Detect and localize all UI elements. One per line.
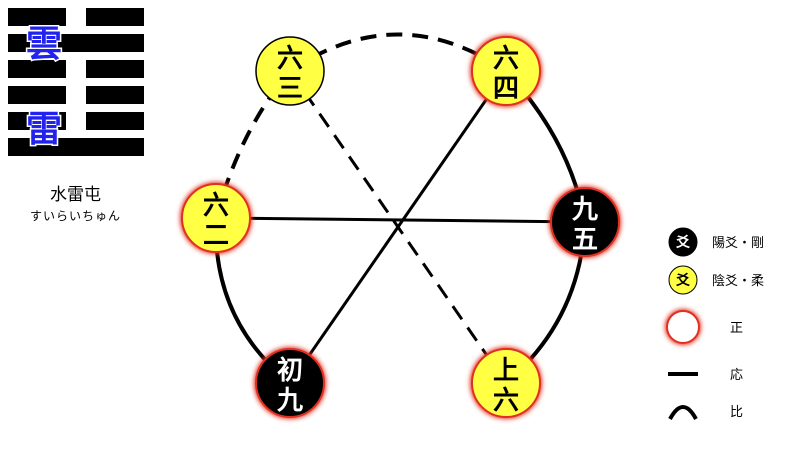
node-bottom-label: 五 [572, 225, 598, 255]
node-top-label: 六 [203, 191, 229, 221]
hexagram-name: 水雷屯 [50, 185, 101, 205]
legend-swatch [668, 227, 698, 257]
legend-swatch [666, 310, 700, 344]
node-circle [181, 183, 251, 253]
node-go: 九五 [549, 186, 621, 258]
hexagram-yin-bar-right [86, 8, 144, 26]
hexagram-yin-bar-right [86, 112, 144, 130]
hexagram-lines [8, 8, 144, 156]
node-top-label: 六 [277, 44, 303, 74]
hexagram-yang-bar [8, 34, 144, 52]
legend-label: 比 [730, 405, 743, 420]
node-circle [550, 187, 620, 257]
correspond-line-san-jo [288, 70, 508, 384]
node-top-label: 九 [571, 195, 598, 225]
hexagram-yin-bar-left [8, 60, 66, 78]
node-san: 六三 [255, 36, 325, 106]
hexagram-yin-bar-left [8, 8, 66, 26]
hexagram-yin-bar-left [8, 112, 66, 130]
node-circle [471, 36, 541, 106]
legend-symbol: 爻 [675, 272, 691, 289]
node-top-label: 初 [277, 356, 303, 386]
legend-label: 陽爻・剛 [712, 236, 764, 251]
legend-label: 応 [730, 368, 743, 383]
legend-item-yang: 爻 陽爻・剛 [668, 227, 764, 257]
hexagram-yin-bar-right [86, 86, 144, 104]
hexagram-yin-bar-right [86, 60, 144, 78]
node-top-label: 上 [493, 356, 519, 386]
node-bottom-label: 九 [276, 386, 303, 416]
upper-trigram-char: 雲 [26, 23, 62, 65]
node-circle [471, 348, 541, 418]
legend-label: 陰爻・柔 [712, 274, 764, 289]
hexagram-yang-bar [8, 138, 144, 156]
legend-arc-swatch [668, 405, 698, 421]
legend-item-yin: 爻 陰爻・柔 [668, 265, 764, 295]
lower-trigram-char: 雷 [26, 108, 62, 150]
legend: 爻陽爻・剛爻陰爻・柔正応比 [665, 227, 764, 421]
node-bottom-label: 六 [493, 386, 519, 416]
node-top-label: 六 [493, 44, 519, 74]
legend-item-correct: 正 [665, 309, 743, 345]
node-circle [255, 36, 325, 106]
node-jo: 上六 [470, 347, 542, 419]
node-bottom-label: 二 [203, 221, 229, 251]
node-ni: 六二 [180, 182, 252, 254]
adjacent-arc-ni-san [214, 69, 292, 219]
node-bottom-label: 三 [277, 74, 303, 104]
node-circle [255, 348, 325, 418]
hexagram-yin-bar-left [8, 86, 66, 104]
node-bottom-label: 四 [493, 74, 519, 104]
legend-symbol: 爻 [675, 234, 691, 251]
node-shoku: 初九 [254, 347, 326, 419]
legend-item-line: 応 [668, 368, 743, 383]
hexagram-reading: すいらいちゅん [29, 209, 121, 223]
legend-swatch [668, 265, 698, 295]
node-shi: 六四 [470, 35, 542, 107]
correspond-line-ni-go [215, 216, 586, 224]
legend-item-arc: 比 [668, 405, 743, 421]
legend-label: 正 [730, 321, 743, 336]
